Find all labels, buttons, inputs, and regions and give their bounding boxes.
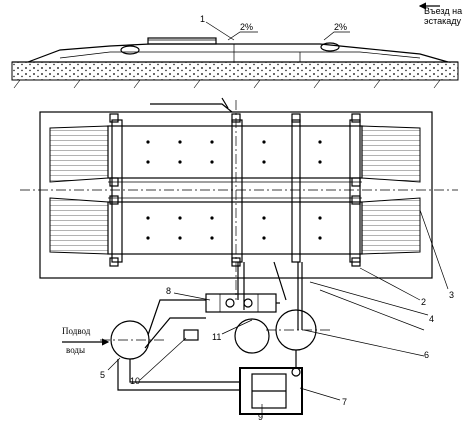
track-lower	[107, 201, 363, 255]
callout-6: 6	[424, 350, 429, 360]
wheel-stop	[120, 45, 140, 55]
ramp-left-upper	[49, 125, 109, 183]
ramp-left-lower	[49, 197, 109, 255]
bolt-grid	[146, 140, 322, 240]
callout-9: 9	[258, 412, 263, 422]
leader-lines	[107, 21, 449, 414]
callout-7: 7	[342, 397, 347, 407]
callout-labels: 1 3 2 4 5 6 7 8 9 10 11	[100, 14, 454, 422]
supply-pipe-top	[150, 103, 233, 113]
entry-direction: Въезд на эстакаду	[418, 2, 462, 26]
slope-mark-right: 2%	[323, 22, 350, 41]
side-elevation: 2% 2% Въезд на эстакаду	[11, 2, 462, 89]
overpass-body	[27, 43, 449, 63]
water-inlet: Подвод воды	[62, 326, 110, 355]
pump-assembly	[205, 293, 277, 313]
slope-label: 2%	[334, 22, 347, 32]
ramp-right-upper	[361, 125, 421, 183]
track-upper	[107, 125, 363, 179]
slope-label: 2%	[240, 22, 253, 32]
callout-1: 1	[200, 14, 205, 24]
ramp-right-lower	[361, 197, 421, 255]
plan-view	[20, 97, 458, 300]
entry-label-line1: Въезд на	[424, 6, 462, 16]
callout-4: 4	[429, 314, 434, 324]
callout-2: 2	[421, 297, 426, 307]
callout-10: 10	[130, 376, 140, 386]
wheel-stop	[320, 42, 340, 52]
clamp-tabs	[109, 113, 361, 267]
slope-mark-left: 2%	[227, 22, 258, 41]
gravel-base	[11, 61, 459, 81]
water-inlet-label-line2: воды	[66, 345, 85, 355]
callout-3: 3	[449, 290, 454, 300]
cross-beams	[111, 119, 361, 263]
water-inlet-label-line1: Подвод	[62, 326, 91, 336]
pump-motor	[239, 367, 303, 415]
equipment: Подвод воды	[62, 261, 330, 415]
callout-8: 8	[166, 286, 171, 296]
callout-11: 11	[212, 332, 221, 342]
valve	[183, 329, 199, 341]
ground-hatch	[13, 79, 441, 89]
pit-outline	[39, 111, 433, 279]
entry-label-line2: эстакаду	[424, 16, 462, 26]
callout-5: 5	[100, 370, 105, 380]
tank-middle	[234, 318, 270, 354]
overpass-railing	[147, 37, 217, 45]
